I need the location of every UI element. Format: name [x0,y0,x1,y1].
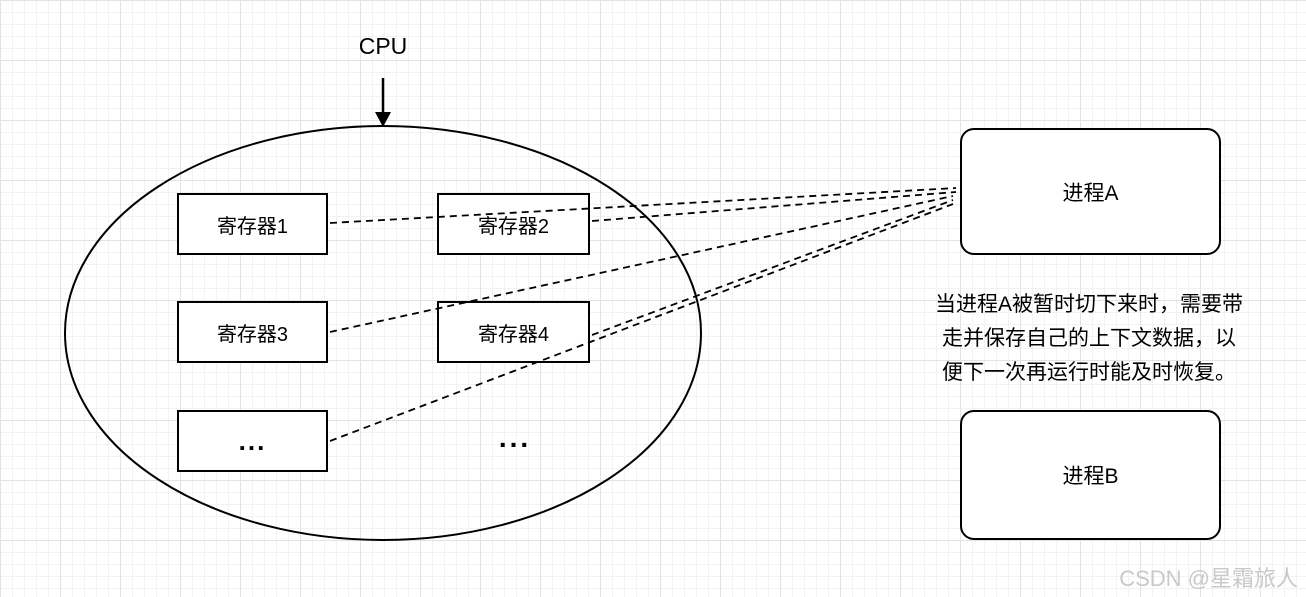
link-register2-processA [591,191,957,222]
annotation-text: 当进程A被暂时切下来时，需要带 走并保存自己的上下文数据，以 便下一次再运行时能… [934,293,1243,384]
register-box-4: 寄存器4 [437,301,590,363]
link-register1-processA [329,187,957,224]
register-box-3: 寄存器3 [177,301,328,363]
register-label-3: 寄存器3 [216,323,289,346]
register-box-2: 寄存器2 [437,193,590,255]
watermark: CSDN @星霜旅人 [1119,566,1298,591]
cpu-label: CPU [358,33,408,59]
link-register3-processA [329,195,954,333]
register-label-ellipsis: ... [238,425,267,456]
process-a-label: 进程A [1062,181,1119,205]
process-a-box: 进程A [960,128,1221,255]
register-box-1: 寄存器1 [177,193,328,255]
register-label-4: 寄存器4 [477,323,550,346]
link-ellipsis-processA [329,203,954,442]
cpu-arrow-head [375,112,391,127]
register-label-1: 寄存器1 [216,215,289,238]
process-b-label: 进程B [1062,465,1119,488]
register-box-ellipsis: ... [177,410,328,472]
process-b-box: 进程B [960,410,1221,540]
cpu-ellipse [64,125,702,541]
ellipsis-text: ... [498,422,532,453]
register-label-2: 寄存器2 [477,215,550,238]
